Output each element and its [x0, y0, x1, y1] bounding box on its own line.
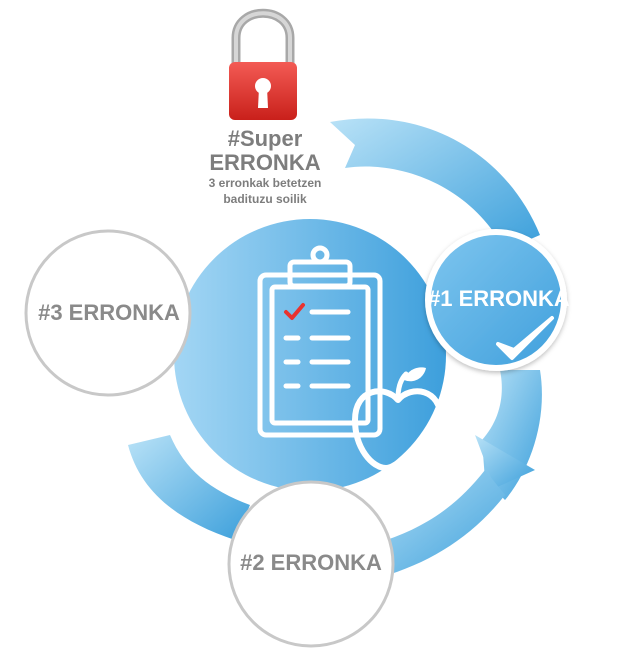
super-note-line2: badituzu soilik	[223, 192, 307, 206]
challenge-circle-2[interactable]	[227, 480, 395, 648]
clipboard-check-icon	[284, 303, 305, 320]
cycle-arrow-head-right	[475, 435, 535, 488]
cycle-arrow-bottom	[360, 470, 505, 582]
apple-icon	[352, 367, 444, 471]
cycle-arrow-top	[330, 118, 540, 251]
super-title-line1: #Super	[227, 126, 303, 151]
challenge-label-1: #1 ERRONKA	[428, 286, 570, 311]
checkmark-icon	[496, 316, 554, 360]
challenge-circle-3[interactable]	[24, 229, 192, 397]
super-note: 3 erronkak betetzen badituzu soilik	[180, 175, 350, 207]
super-title-line2: ERRONKA	[209, 150, 321, 175]
clipboard-icon	[257, 245, 383, 438]
challenge-label-3: #3 ERRONKA	[38, 300, 180, 325]
super-note-line1: 3 erronkak betetzen	[208, 176, 322, 190]
challenge-label-2: #2 ERRONKA	[240, 550, 382, 575]
super-title: #Super ERRONKA	[200, 127, 330, 175]
padlock-icon	[229, 8, 297, 120]
cycle-arrow-left	[128, 435, 250, 540]
